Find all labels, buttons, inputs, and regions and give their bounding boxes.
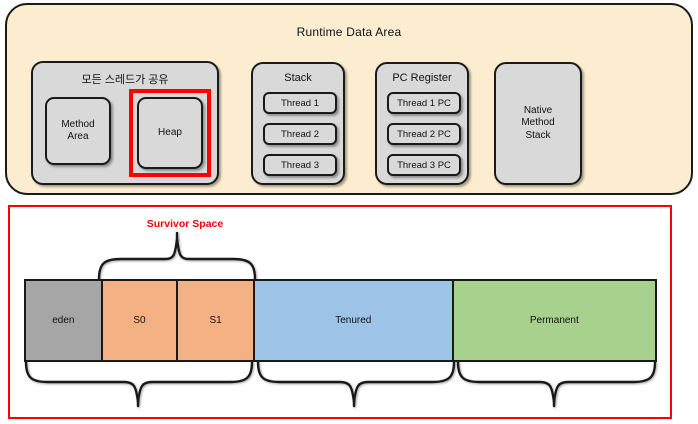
tenured-generation-brace (256, 360, 456, 408)
stack-thread-2[interactable]: Thread 2 (263, 123, 337, 145)
native-method-stack-line3: Stack (525, 129, 551, 141)
heap-layout-panel: Survivor Space eden S0 S1 Tenured Perman… (8, 205, 672, 419)
pc-register-thread-3[interactable]: Thread 3 PC (387, 154, 461, 176)
memory-segment-eden[interactable]: eden (26, 281, 103, 360)
pc-register-group-title: PC Register (392, 72, 452, 84)
heap-box[interactable]: Heap (137, 97, 203, 169)
stack-thread-1[interactable]: Thread 1 (263, 92, 337, 114)
native-method-stack-line1: Native (523, 104, 553, 116)
heap-memory-bar: eden S0 S1 Tenured Permanent (24, 279, 657, 362)
stack-group-title: Stack (284, 72, 312, 84)
memory-segment-s0-label: S0 (133, 315, 146, 326)
shared-memory-group-title: 모든 스레드가 공유 (81, 74, 169, 86)
pc-register-group: PC Register Thread 1 PC Thread 2 PC Thre… (375, 62, 469, 185)
method-area-label: Method Area (61, 119, 94, 144)
memory-segment-permanent[interactable]: Permanent (453, 281, 655, 360)
permanent-generation-brace (456, 360, 657, 408)
memory-segment-tenured-label: Tenured (335, 315, 372, 326)
memory-segment-tenured[interactable]: Tenured (254, 281, 454, 360)
runtime-data-area-panel: Runtime Data Area 모든 스레드가 공유 Method Area… (5, 3, 693, 195)
method-area-label-line2: Area (67, 131, 89, 142)
memory-segment-eden-label: eden (52, 315, 75, 326)
pc-register-thread-1[interactable]: Thread 1 PC (387, 92, 461, 114)
native-method-stack-box[interactable]: Native Method Stack (494, 62, 582, 185)
stack-thread-3[interactable]: Thread 3 (263, 154, 337, 176)
survivor-space-label: Survivor Space (146, 218, 224, 230)
stack-group: Stack Thread 1 Thread 2 Thread 3 (251, 62, 345, 185)
survivor-space-brace (97, 231, 257, 281)
method-area-box[interactable]: Method Area (45, 97, 111, 165)
memory-segment-s1[interactable]: S1 (178, 281, 255, 360)
memory-segment-s1-label: S1 (209, 315, 222, 326)
runtime-data-area-title: Runtime Data Area (296, 25, 402, 39)
memory-segment-permanent-label: Permanent (529, 315, 579, 326)
native-method-stack-line2: Method (521, 117, 555, 129)
method-area-label-line1: Method (61, 118, 95, 130)
young-generation-brace (24, 360, 254, 408)
memory-segment-s0[interactable]: S0 (102, 281, 179, 360)
heap-label: Heap (158, 126, 182, 138)
heap-highlight-box (129, 89, 211, 177)
pc-register-thread-2[interactable]: Thread 2 PC (387, 123, 461, 145)
